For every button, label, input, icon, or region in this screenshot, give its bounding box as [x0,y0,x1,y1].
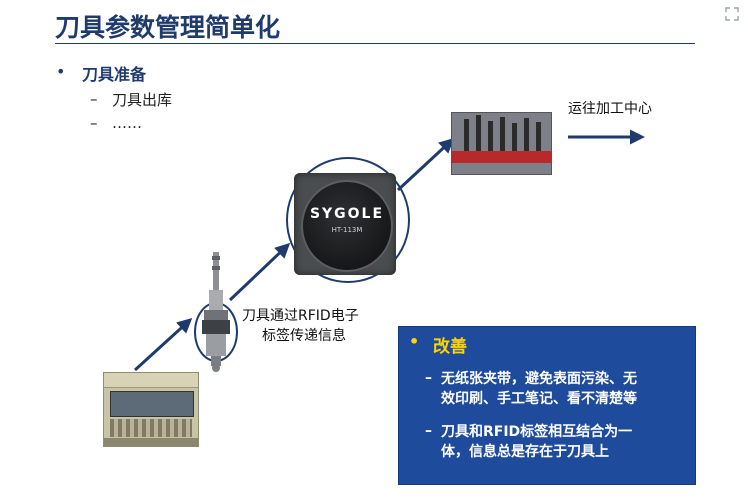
improvement-bullet: • [409,332,420,351]
tool-holder-image [202,252,230,372]
tag-brand: SYGOLE [309,206,385,222]
improvement-item-1-line2: 效印刷、手工笔记、看不清楚等 [441,391,637,407]
bullet-marker: • [56,62,66,81]
improvement-item-2-line2: 体，信息总是存在于刀具上 [441,444,609,460]
tag-model: HT-113M [331,226,363,234]
improvement-item-2-line1: 刀具和RFID标签相互结合为一 [441,424,633,440]
improvement-dash: – [425,370,432,386]
tool-cabinet-photo [103,372,199,447]
improvement-box [398,326,696,485]
sub-dash: – [90,114,98,132]
bullet-tool-prep: 刀具准备 [82,65,147,84]
arrow-machine-to-tool [133,317,193,372]
improvement-item-1-line1: 无纸张夹带，避免表面污染、无 [441,371,637,387]
destination-label: 运往加工中心 [568,101,652,117]
tool-rack-photo [451,112,552,175]
improvement-dash: – [425,423,432,439]
arrow-tool-to-tag [228,242,291,302]
slide-title: 刀具参数管理简单化 [55,13,281,42]
rfid-tag-highlight [286,157,410,283]
rfid-caption-line2: 标签传递信息 [262,328,346,344]
improvement-title: 改善 [433,337,467,357]
sub-item-tool-out: 刀具出库 [112,91,173,109]
title-divider [55,43,695,44]
sub-item-ellipsis: …… [112,114,142,132]
rfid-tag-disc [301,180,393,272]
sub-dash: – [90,90,98,108]
expand-icon[interactable] [724,6,740,22]
arrow-tag-to-rack [396,137,455,192]
rfid-caption-line1: 刀具通过RFID电子 [242,308,359,324]
